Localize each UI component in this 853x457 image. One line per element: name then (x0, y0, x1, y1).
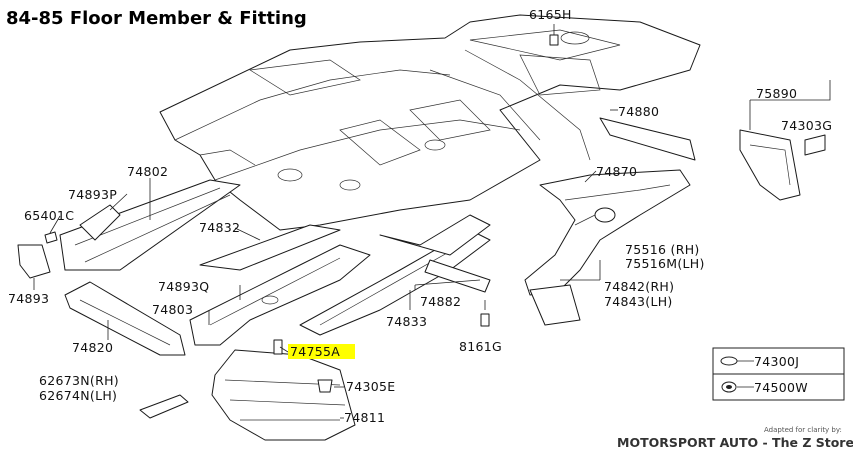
label-74893P[interactable]: 74893P (68, 187, 117, 202)
bracket-74893P[interactable] (79, 204, 121, 241)
label-74843[interactable]: 74843(LH) (604, 294, 673, 309)
plate-74882[interactable] (424, 259, 491, 293)
sill-74832[interactable] (199, 224, 341, 271)
label-75516-rh[interactable]: 75516 (RH) (625, 242, 700, 257)
label-74880[interactable]: 74880 (618, 104, 659, 119)
label-75516-lh[interactable]: 75516M(LH) (625, 256, 705, 271)
label-74811[interactable]: 74811 (344, 410, 385, 425)
under-cover-74811[interactable] (211, 349, 356, 441)
label-74802[interactable]: 74802 (127, 164, 168, 179)
label-62674N[interactable]: 62674N(LH) (39, 388, 117, 403)
cross-member-74803[interactable] (189, 244, 371, 346)
label-74500W[interactable]: 74500W (754, 380, 808, 395)
label-62673N[interactable]: 62673N(RH) (39, 373, 119, 388)
washer-icon (720, 356, 738, 366)
label-74300J[interactable]: 74300J (754, 354, 799, 369)
label-74803[interactable]: 74803 (152, 302, 193, 317)
bolt-65401C[interactable] (44, 231, 58, 244)
diagram-title: 84-85 Floor Member & Fitting (6, 8, 307, 29)
label-74893Q[interactable]: 74893Q (158, 279, 209, 294)
rear-member-74842[interactable] (524, 169, 691, 326)
label-74833[interactable]: 74833 (386, 314, 427, 329)
label-74893[interactable]: 74893 (8, 291, 49, 306)
cross-member-74820[interactable] (64, 281, 186, 356)
label-74305E[interactable]: 74305E (346, 379, 395, 394)
bracket-75890[interactable] (739, 129, 801, 201)
label-74842[interactable]: 74842(RH) (604, 279, 674, 294)
label-74870[interactable]: 74870 (596, 164, 637, 179)
label-8161G[interactable]: 8161G (459, 339, 502, 354)
tray-62673N[interactable] (139, 394, 189, 419)
clip-74755A[interactable] (273, 339, 283, 355)
plug-6165H[interactable] (549, 24, 559, 46)
part-labels: 6165H 74880 75890 74303G 74802 74893P 65… (8, 7, 832, 425)
label-75890[interactable]: 75890 (756, 86, 797, 101)
label-65401C[interactable]: 65401C (24, 208, 74, 223)
legend-box (712, 347, 845, 401)
member-74880[interactable] (599, 117, 696, 161)
bracket-74893[interactable] (17, 244, 51, 279)
clip-74305E[interactable] (317, 379, 333, 393)
label-74755A[interactable]: 74755A (290, 344, 340, 359)
clip-74303G[interactable] (804, 134, 826, 156)
tunnel-member-74833[interactable] (299, 214, 491, 336)
label-74882[interactable]: 74882 (420, 294, 461, 309)
highlight-74755A (288, 344, 355, 359)
footer-credit: Adapted for clarity by: (764, 426, 842, 434)
footer-store: MOTORSPORT AUTO - The Z Store (617, 435, 853, 450)
label-74832[interactable]: 74832 (199, 220, 240, 235)
leader-lines (33, 109, 618, 419)
grommet-8161G[interactable] (480, 300, 490, 327)
label-74820[interactable]: 74820 (72, 340, 113, 355)
label-74303G[interactable]: 74303G (781, 118, 832, 133)
label-6165H[interactable]: 6165H (529, 7, 572, 22)
